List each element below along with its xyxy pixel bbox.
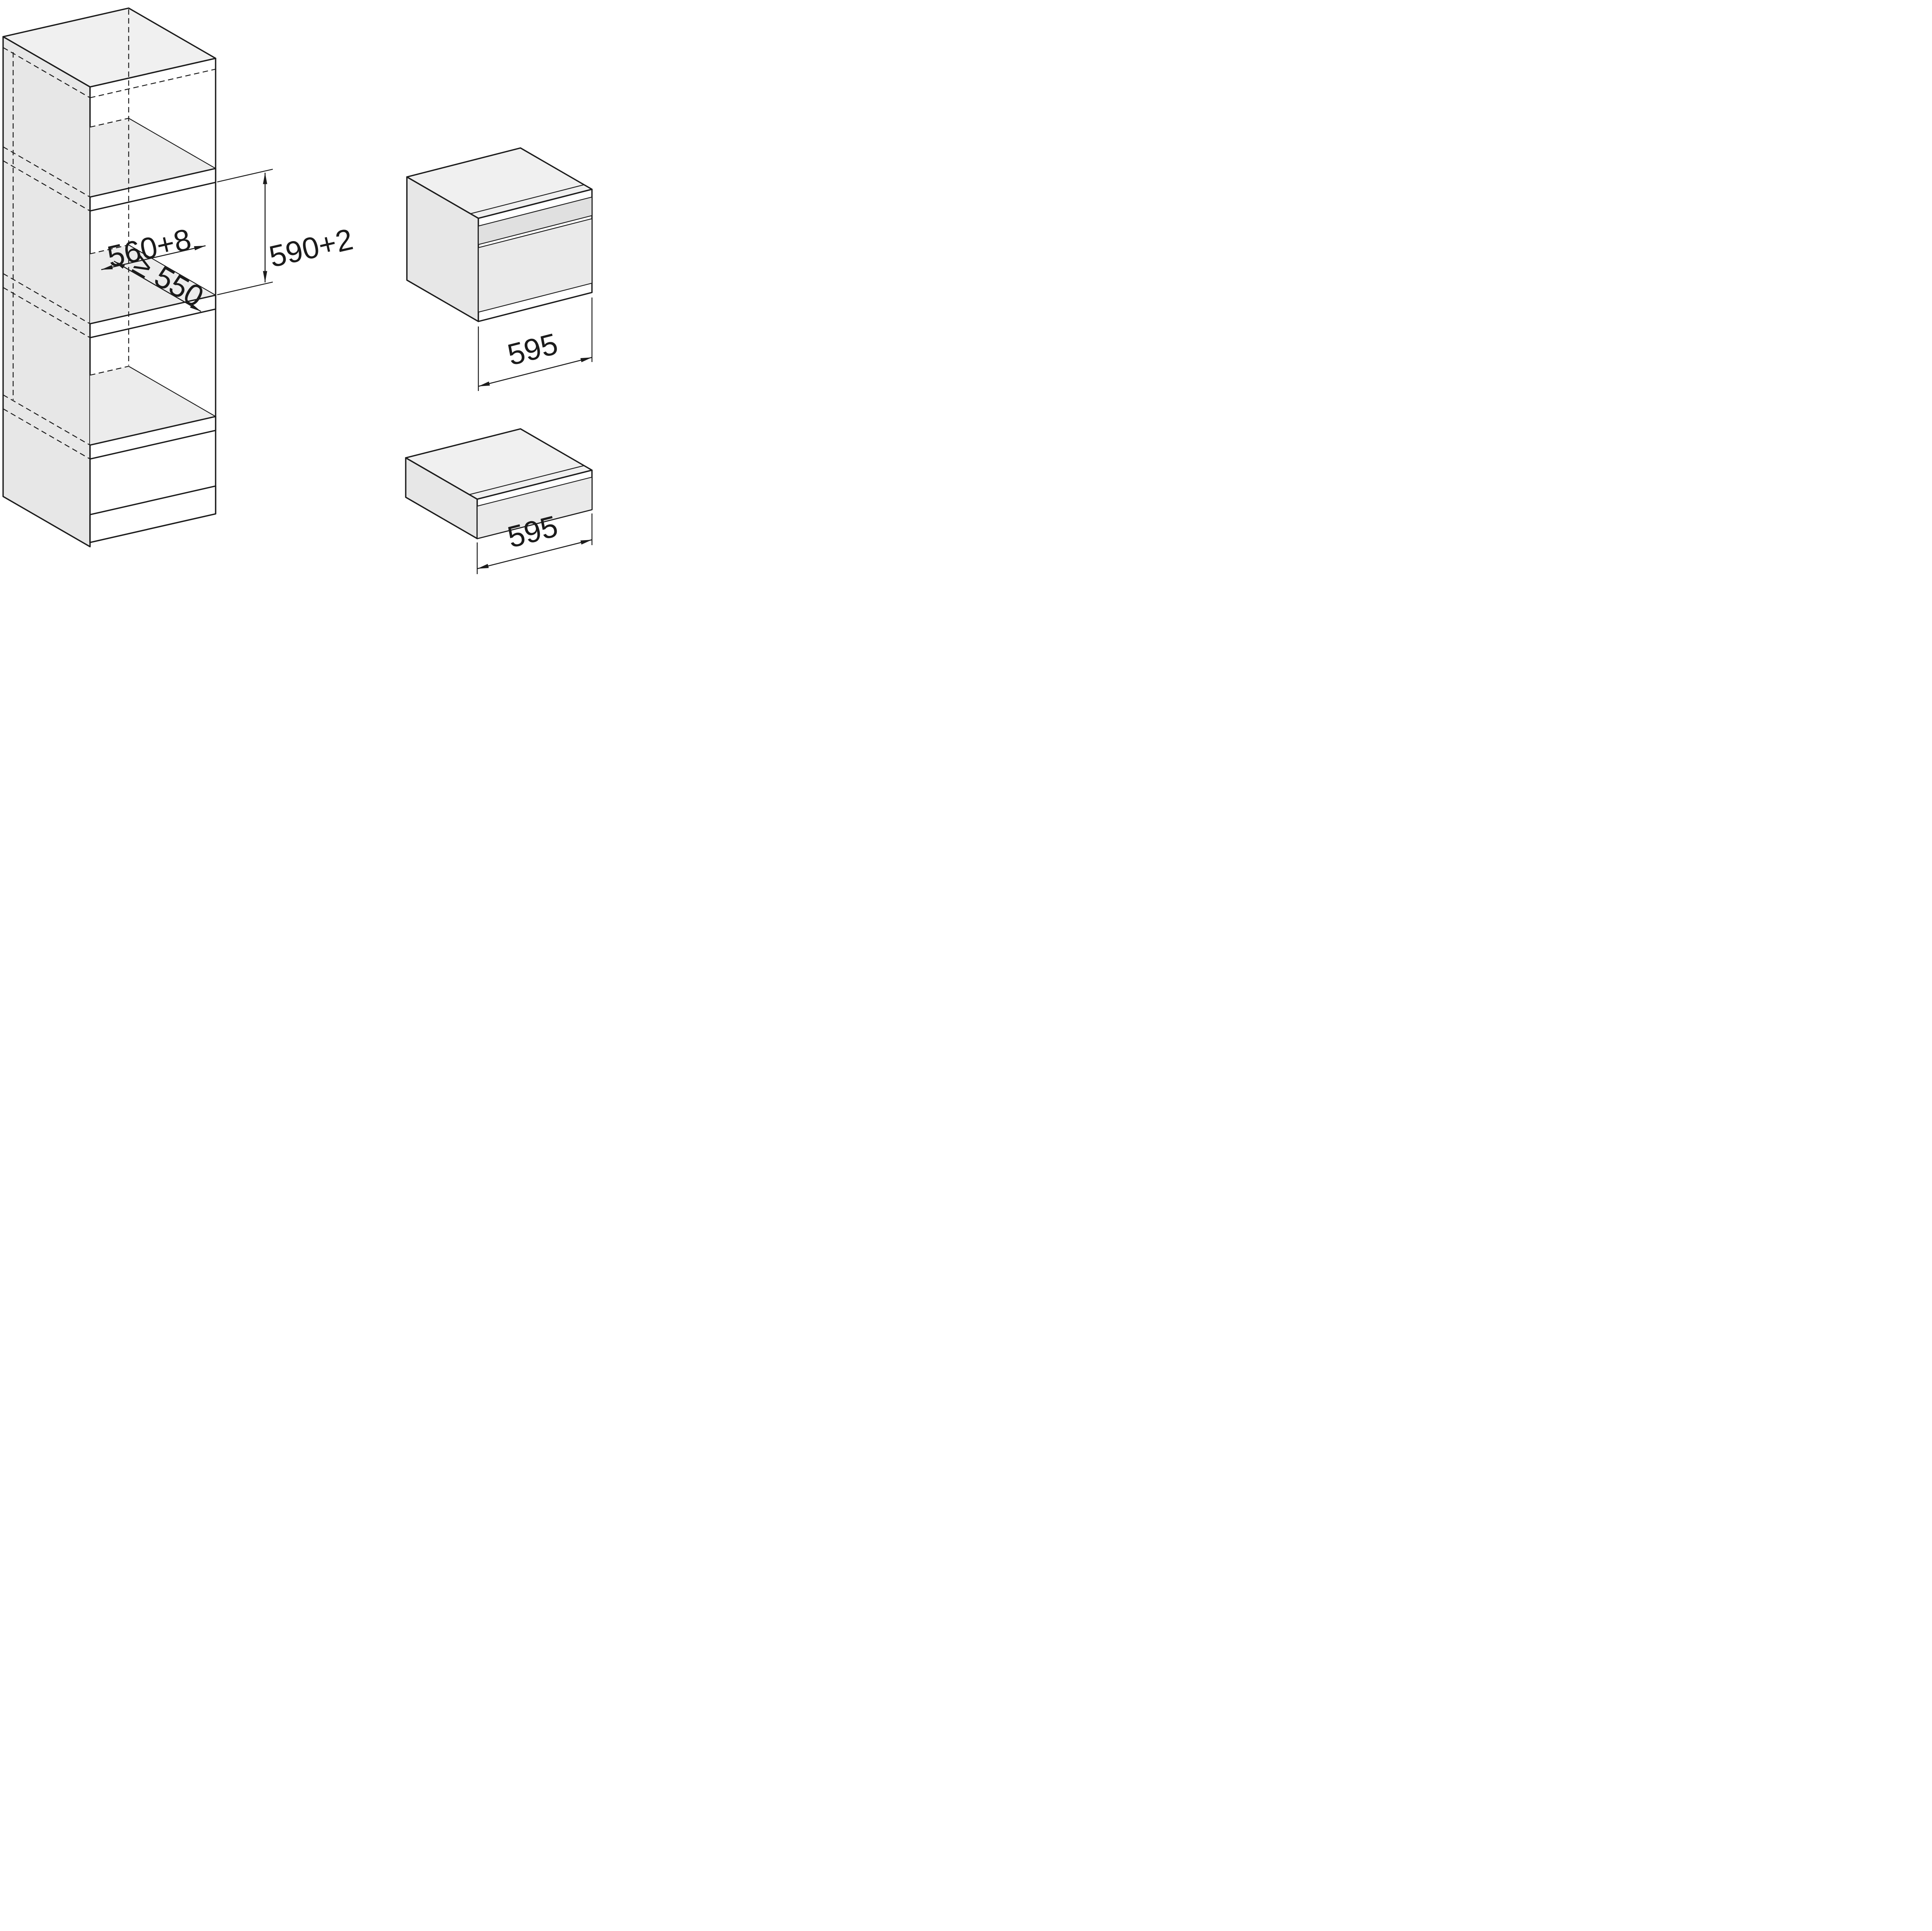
cabinet-floor-surface — [90, 366, 216, 445]
warming-drawer-drawing: 595 — [405, 428, 593, 574]
niche-height-label: 590+2 — [266, 222, 356, 274]
tall-cabinet-drawing: 560+8 ≥ 550 590+2 — [2, 7, 356, 547]
cabinet-left-panel — [2, 36, 91, 547]
shelf-top-surface — [90, 118, 216, 197]
oven-door — [478, 218, 593, 313]
compact-oven-drawing: 595 — [406, 147, 593, 391]
shelf-front-edge — [89, 168, 216, 212]
drawer-front-panel — [476, 476, 593, 539]
cabinet-floor-front-edge — [89, 416, 216, 460]
niche-height-dimension: 590+2 — [217, 168, 356, 296]
installation-diagram-page: 560+8 ≥ 550 590+2 595 — [0, 0, 594, 580]
oven-control-panel — [478, 196, 593, 245]
hidden-edges — [3, 9, 216, 460]
cabinet-base-board — [89, 485, 216, 543]
oven-width-label: 595 — [504, 326, 561, 372]
installation-diagram: 560+8 ≥ 550 590+2 595 — [2, 7, 593, 574]
